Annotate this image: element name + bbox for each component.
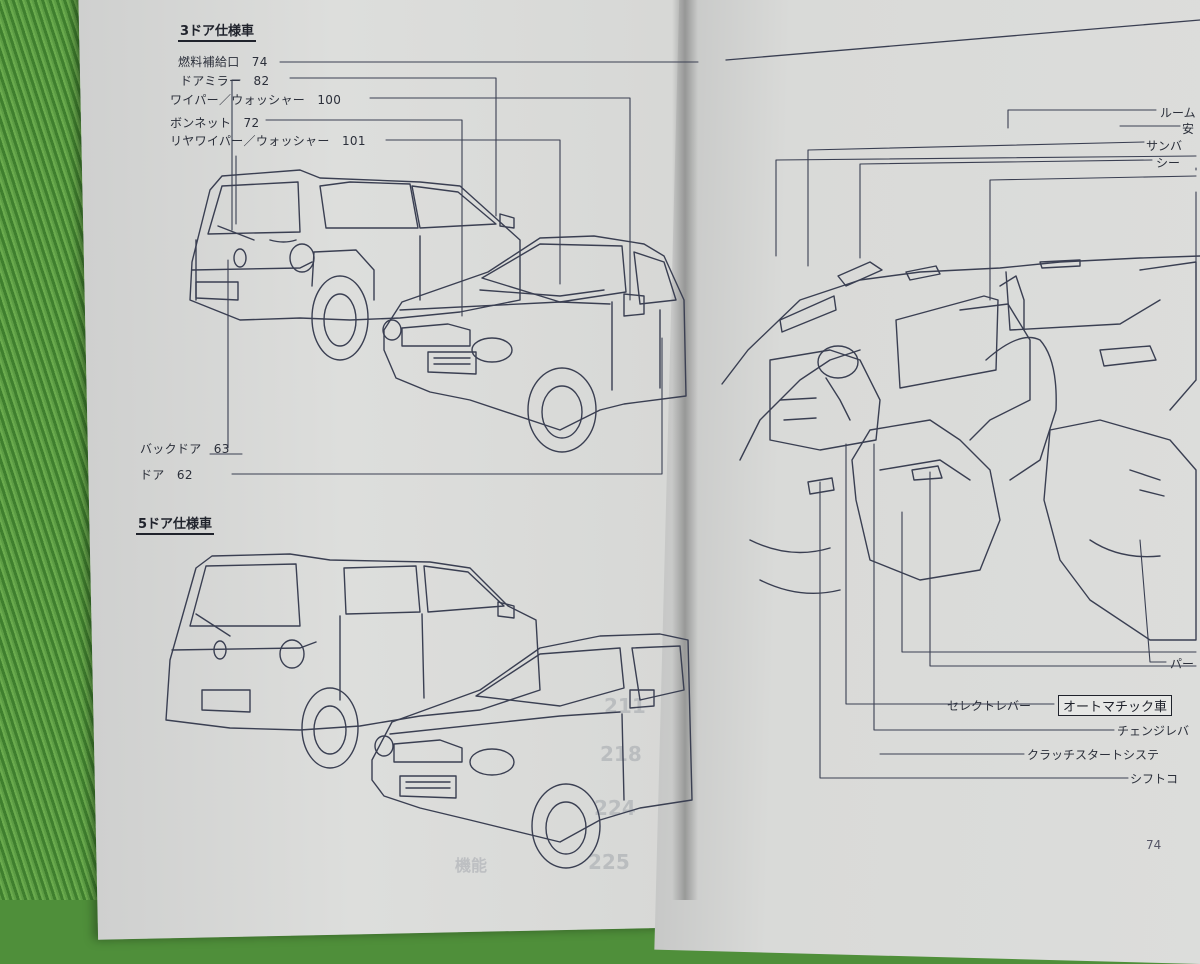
callout-leaders-right <box>775 109 1197 779</box>
label-room-lamp: ルーム <box>1160 106 1196 120</box>
label-automatic-box: オートマチック車 <box>1058 695 1173 716</box>
label-door-mirror: ドアミラー 82 <box>180 74 270 88</box>
bleed-number-1: 225 <box>588 850 630 874</box>
bleed-text: 機能 <box>455 856 488 875</box>
bleed-number-4: 211 <box>604 694 646 718</box>
car-3door-front-illustration <box>382 235 687 453</box>
label-bonnet: ボンネット 72 <box>170 116 260 130</box>
label-seat: シー <box>1156 156 1181 170</box>
section-heading-3door: 3ドア仕様車 <box>178 20 257 42</box>
label-select-lever: セレクトレバー <box>947 699 1032 713</box>
page-number-right: 74 <box>1146 838 1162 852</box>
label-wiper-washer: ワイパー／ウォッシャー 100 <box>170 93 342 107</box>
diagram-line-art <box>165 19 1200 869</box>
label-sun-visor: サンバ <box>1146 139 1183 153</box>
label-parking: パー <box>1170 657 1195 671</box>
label-safety: 安 <box>1182 122 1195 136</box>
label-change-lever: チェンジレバ <box>1117 724 1190 738</box>
label-rear-wiper: リヤワイパー／ウォッシャー 101 <box>170 134 366 148</box>
car-5door-rear-illustration <box>165 553 541 769</box>
car-5door-front-illustration <box>371 633 693 869</box>
interior-illustration <box>721 19 1200 641</box>
label-clutch-start: クラッチスタートシステ <box>1027 748 1160 762</box>
bleed-number-3: 218 <box>600 742 642 766</box>
car-3door-rear-illustration <box>189 169 521 361</box>
label-fuel-filler: 燃料補給口 74 <box>178 55 268 69</box>
label-door: ドア 62 <box>140 468 193 482</box>
callout-leaders-3door <box>209 61 699 475</box>
section-heading-5door: 5ドア仕様車 <box>136 513 215 535</box>
label-shift: シフトコ <box>1130 772 1179 786</box>
label-back-door: バックドア 63 <box>140 442 230 456</box>
page-gutter <box>672 0 698 900</box>
